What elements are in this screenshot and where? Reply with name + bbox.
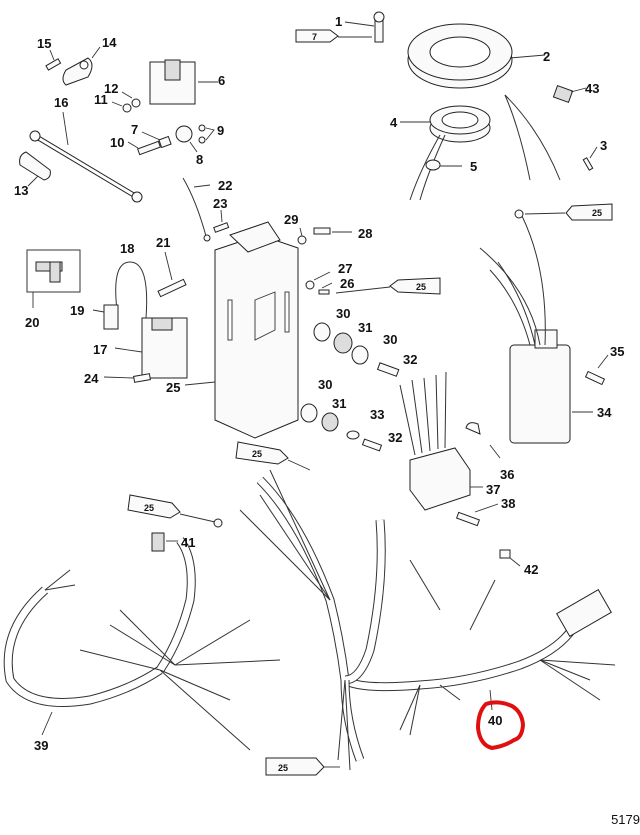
tube-label: 25	[252, 449, 262, 459]
callout-19: 19	[70, 303, 85, 318]
switch-box	[479, 209, 593, 444]
callout-36: 36	[500, 467, 515, 482]
screw-1	[344, 11, 385, 43]
highlight-mark	[475, 700, 526, 751]
callout-31-b: 31	[332, 396, 347, 411]
callout-26: 26	[340, 276, 355, 291]
callout-4: 4	[390, 115, 398, 130]
reference-number: 5179	[611, 812, 640, 827]
callout-37: 37	[486, 482, 501, 497]
callout-27: 27	[338, 261, 353, 276]
callout-33: 33	[370, 407, 385, 422]
tube-25-a: 25	[335, 277, 441, 295]
callout-13: 13	[14, 183, 29, 198]
callout-7: 7	[131, 122, 139, 137]
tube-label: 25	[416, 282, 426, 292]
stator	[407, 23, 546, 89]
callout-11: 11	[94, 92, 108, 107]
rectifier	[399, 371, 483, 511]
mounting-plate	[184, 221, 299, 439]
callout-34: 34	[597, 405, 612, 420]
callout-9: 9	[217, 123, 225, 138]
callout-24: 24	[84, 371, 99, 386]
tube-25-e: 25	[265, 757, 340, 776]
tube-label: 25	[592, 208, 602, 218]
callout-22: 22	[218, 178, 233, 193]
callout-21: 21	[156, 235, 171, 250]
tube-label: 25	[144, 503, 154, 513]
callout-1: 1	[335, 14, 343, 29]
callout-28: 28	[358, 226, 373, 241]
callout-31-a: 31	[358, 320, 373, 335]
callout-18: 18	[120, 241, 135, 256]
tube-25-b: 25	[565, 203, 613, 221]
tube-label: 25	[278, 763, 288, 773]
callout-30-a: 30	[336, 306, 351, 321]
callout-29: 29	[284, 212, 299, 227]
callout-6: 6	[218, 73, 226, 88]
callout-42: 42	[524, 562, 539, 577]
callout-23: 23	[213, 196, 228, 211]
wiring-harness-left	[3, 537, 281, 751]
tube-label: 7	[312, 32, 317, 42]
callout-32-a: 32	[403, 352, 418, 367]
tube-25-c: 25	[235, 441, 311, 471]
trigger	[400, 105, 491, 201]
callout-5: 5	[470, 159, 478, 174]
tube-7: 7	[295, 29, 372, 43]
callout-43: 43	[585, 81, 600, 96]
wiring-harness-main	[239, 469, 616, 771]
callout-20: 20	[25, 315, 40, 330]
callout-35: 35	[610, 344, 625, 359]
callout-14: 14	[102, 35, 117, 50]
callout-38: 38	[501, 496, 516, 511]
callout-30-c: 30	[318, 377, 333, 392]
callout-41: 41	[181, 535, 196, 550]
callout-10: 10	[110, 135, 125, 150]
link-rod	[29, 111, 143, 203]
callout-2: 2	[543, 49, 551, 64]
callout-32-b: 32	[388, 430, 403, 445]
callout-17: 17	[93, 342, 108, 357]
callout-12: 12	[104, 81, 119, 96]
switch	[149, 59, 218, 105]
callout-30-b: 30	[383, 332, 398, 347]
callout-8: 8	[196, 152, 204, 167]
tube-25-d: 25	[127, 494, 223, 528]
callout-40: 40	[488, 713, 503, 728]
bracket	[62, 57, 93, 86]
callout-3: 3	[600, 138, 608, 153]
callout-16: 16	[54, 95, 69, 110]
callout-25: 25	[166, 380, 181, 395]
callout-39: 39	[34, 738, 49, 753]
ignition-coil	[92, 261, 188, 379]
callout-15: 15	[37, 36, 52, 51]
